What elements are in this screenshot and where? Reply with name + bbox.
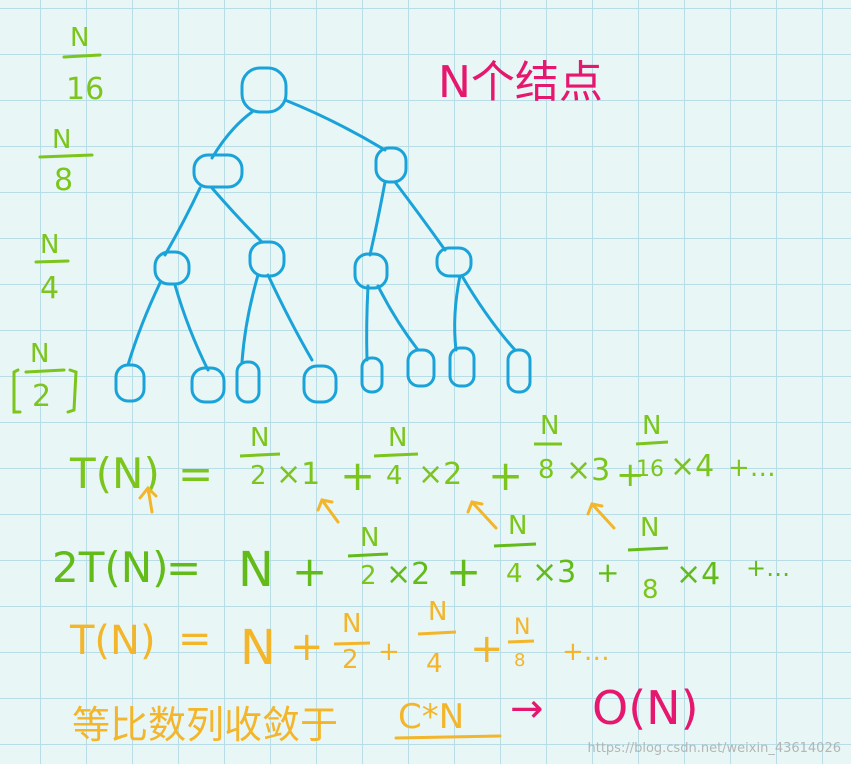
svg-text:→: → (510, 686, 544, 732)
svg-text:8: 8 (514, 650, 525, 671)
svg-text:×4: ×4 (670, 449, 714, 484)
heap-node-count-label: N个结点 (438, 57, 603, 108)
watermark: https://blog.csdn.net/weixin_43614026 (587, 741, 841, 756)
svg-text:+: + (378, 637, 400, 667)
conclusion-line: 等比数列收敛于 C*N → O(N) (72, 681, 699, 747)
tree-node (360, 356, 384, 394)
svg-text:2: 2 (360, 561, 377, 591)
shift-arrows (138, 485, 616, 530)
svg-text:N: N (240, 620, 276, 676)
svg-text:N: N (52, 125, 71, 155)
svg-text:N: N (508, 511, 527, 541)
svg-text:×1: ×1 (276, 457, 320, 492)
svg-text:×3: ×3 (532, 555, 576, 590)
svg-text:N: N (250, 423, 269, 453)
tree-node (192, 153, 244, 189)
svg-text:4: 4 (506, 559, 523, 589)
tree-node (506, 348, 532, 394)
equation-difference: T(N) = N + N 2 + N 4 + N 8 +… (69, 597, 610, 679)
svg-text:2: 2 (250, 461, 267, 491)
svg-text:+…: +… (728, 453, 776, 483)
svg-text:N: N (540, 411, 559, 441)
svg-text:C*N: C*N (398, 697, 464, 737)
equation-2t: 2T(N) = N + N 2 ×2 + N 4 ×3 + N 8 ×4 +… (52, 511, 790, 605)
svg-text:N: N (70, 23, 89, 53)
tree-node (248, 240, 286, 278)
svg-text:8: 8 (642, 575, 659, 605)
svg-text:2: 2 (32, 379, 51, 414)
svg-text:N: N (514, 615, 530, 640)
svg-text:N: N (238, 542, 274, 598)
svg-text:+: + (446, 547, 481, 596)
svg-text:×2: ×2 (386, 557, 430, 592)
svg-text:16: 16 (66, 72, 104, 107)
svg-text:+: + (488, 451, 523, 500)
svg-text:2: 2 (342, 645, 359, 675)
svg-text:4: 4 (386, 461, 403, 491)
level-label-n-over-8: N 8 (38, 125, 94, 198)
svg-text:+: + (596, 556, 619, 589)
svg-text:N: N (360, 523, 379, 553)
tree-node (435, 246, 473, 278)
heap-tree-edges (126, 98, 517, 372)
tree-node (406, 348, 436, 388)
tree-node (353, 252, 389, 290)
svg-text:×3: ×3 (566, 453, 610, 488)
level-label-n-over-16: N 16 (62, 23, 104, 107)
tree-node (235, 360, 261, 404)
svg-text:N: N (30, 339, 49, 369)
level-label-n-over-2: N 2 (12, 339, 78, 414)
tree-node-root (240, 66, 288, 114)
tree-node (374, 146, 408, 184)
svg-text:N: N (388, 423, 407, 453)
svg-text:+: + (340, 451, 375, 500)
svg-text:+…: +… (562, 637, 610, 667)
svg-text:等比数列收敛于: 等比数列收敛于 (72, 703, 338, 747)
tree-node (114, 363, 146, 403)
svg-text:=: = (178, 449, 213, 498)
svg-text:4: 4 (426, 649, 443, 679)
svg-text:N: N (642, 411, 661, 441)
heap-tree-nodes (114, 66, 532, 404)
svg-text:4: 4 (40, 271, 59, 306)
tree-node (190, 366, 226, 404)
svg-text:+: + (292, 547, 327, 596)
svg-text:+: + (470, 626, 504, 672)
tree-node (302, 364, 338, 404)
svg-text:16: 16 (636, 457, 664, 482)
svg-text:=: = (178, 616, 212, 662)
svg-text:N: N (428, 597, 447, 627)
svg-text:T(N): T(N) (69, 618, 156, 664)
svg-text:N: N (640, 513, 659, 543)
svg-text:+: + (616, 455, 645, 495)
svg-text:+: + (290, 624, 324, 670)
svg-text:+…: +… (746, 554, 790, 582)
equation-t: T(N) = N 2 ×1 + N 4 ×2 + N 8 ×3 + N 16 ×… (69, 411, 776, 500)
svg-text:×2: ×2 (418, 457, 462, 492)
svg-text:=: = (166, 543, 201, 592)
svg-text:N: N (342, 609, 361, 639)
svg-text:8: 8 (54, 163, 73, 198)
svg-text:O(N): O(N) (592, 681, 699, 735)
level-label-n-over-4: N 4 (34, 230, 70, 306)
tree-node (153, 250, 191, 286)
tree-node (448, 346, 476, 388)
svg-text:×4: ×4 (676, 557, 720, 592)
svg-text:8: 8 (538, 455, 555, 485)
svg-text:N: N (40, 230, 59, 260)
svg-text:2T(N): 2T(N) (52, 543, 169, 592)
